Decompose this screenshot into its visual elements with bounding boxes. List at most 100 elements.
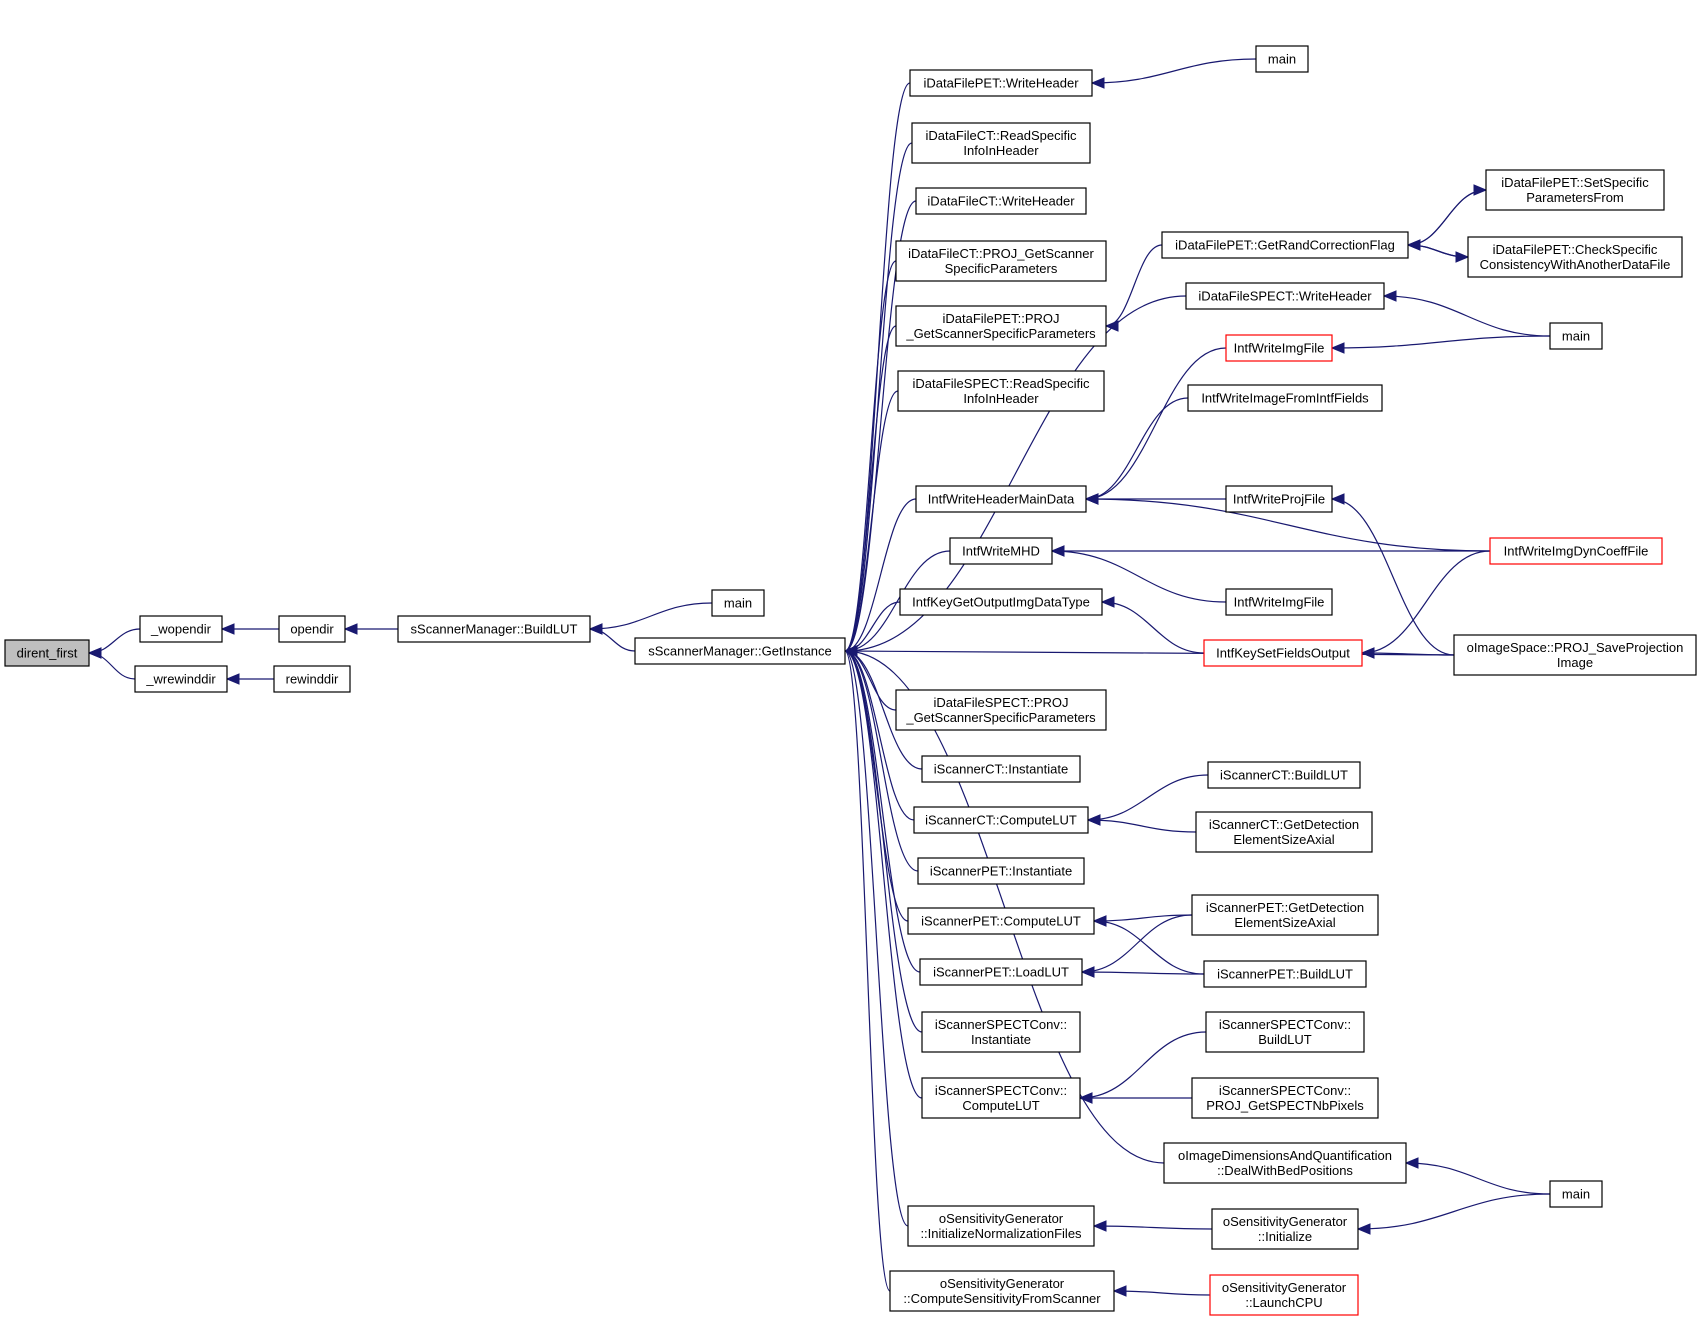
arrowhead [1104, 320, 1119, 332]
edge-sens_computescanner-to-getinstance [843, 645, 891, 1292]
node-ct_proj[interactable]: iDataFileCT::PROJ_GetScannerSpecificPara… [895, 240, 1107, 282]
edge-pet_instantiate-to-getinstance [843, 645, 919, 872]
edge-spectconv_proj-to-spectconv_computelut [1078, 1092, 1192, 1104]
node-sens_initnorm[interactable]: oSensitivityGenerator::InitializeNormali… [907, 1205, 1095, 1247]
node-pet_instantiate[interactable]: iScannerPET::Instantiate [917, 857, 1085, 885]
node-intf_writeheadermain[interactable]: IntfWriteHeaderMainData [915, 485, 1087, 513]
node-label: iScannerPET::LoadLUT [933, 965, 1069, 980]
node-ct_writeheader[interactable]: iDataFileCT::WriteHeader [915, 187, 1087, 215]
node-box [1203, 639, 1363, 667]
node-intf_writeprojfile[interactable]: IntfWriteProjFile [1225, 485, 1333, 513]
node-box [711, 589, 765, 617]
node-pet_computelut[interactable]: iScannerPET::ComputeLUT [907, 907, 1095, 935]
arrowhead [1050, 545, 1065, 557]
node-pet_loadlut[interactable]: iScannerPET::LoadLUT [919, 958, 1083, 986]
node-ct_buildlut[interactable]: iScannerCT::BuildLUT [1207, 761, 1361, 789]
node-box [1225, 485, 1333, 513]
arrowhead [1092, 1220, 1107, 1232]
node-intf_writemhd[interactable]: IntfWriteMHD [949, 537, 1053, 565]
edge-main_c-to-oimagedim [1404, 1157, 1551, 1195]
node-box [1255, 45, 1309, 73]
node-main_c[interactable]: main [1549, 1180, 1603, 1208]
node-sens_launchcpu[interactable]: oSensitivityGenerator::LaunchCPU [1209, 1274, 1359, 1316]
node-label: IntfWriteImageFromIntfFields [1201, 391, 1369, 406]
node-label: iScannerSPECTConv:: [1219, 1017, 1351, 1032]
node-getinstance[interactable]: sScannerManager::GetInstance [634, 637, 846, 665]
node-pet_checkspecific[interactable]: iDataFilePET::CheckSpecificConsistencyWi… [1467, 236, 1683, 278]
node-spect_writeheader[interactable]: iDataFileSPECT::WriteHeader [1185, 282, 1385, 310]
node-box [1203, 960, 1367, 988]
node-label: IntfKeySetFieldsOutput [1216, 646, 1350, 661]
node-label: oSensitivityGenerator [1223, 1214, 1348, 1229]
node-buildlut[interactable]: sScannerManager::BuildLUT [397, 615, 591, 643]
node-pet_getrand[interactable]: iDataFilePET::GetRandCorrectionFlag [1161, 231, 1409, 259]
node-spectconv_instantiate[interactable]: iScannerSPECTConv::Instantiate [921, 1011, 1081, 1053]
node-box [1211, 1208, 1359, 1250]
node-label: InfoInHeader [963, 143, 1039, 158]
node-spect_proj[interactable]: iDataFileSPECT::PROJ_GetScannerSpecificP… [895, 689, 1107, 731]
node-intf_keysetfields[interactable]: IntfKeySetFieldsOutput [1203, 639, 1363, 667]
node-label: ElementSizeAxial [1233, 832, 1334, 847]
node-label: oImageDimensionsAndQuantification [1178, 1148, 1392, 1163]
node-spectconv_proj[interactable]: iScannerSPECTConv::PROJ_GetSPECTNbPixels [1191, 1077, 1379, 1119]
node-rewinddir[interactable]: rewinddir [273, 665, 351, 693]
node-wopendir[interactable]: _wopendir [139, 615, 223, 643]
node-main_b[interactable]: main [1549, 322, 1603, 350]
node-ct_instantiate[interactable]: iScannerCT::Instantiate [921, 755, 1081, 783]
node-intf_keygetoutput[interactable]: IntfKeyGetOutputImgDataType [899, 588, 1103, 616]
node-intf_writeimgfile[interactable]: IntfWriteImgFile [1225, 588, 1333, 616]
node-main_a[interactable]: main [1255, 45, 1309, 73]
node-box [1187, 384, 1383, 412]
node-box [1191, 894, 1379, 936]
node-pet_proj[interactable]: iDataFilePET::PROJ_GetScannerSpecificPar… [895, 305, 1107, 347]
edge-sens_launchcpu-to-sens_computescanner [1112, 1285, 1211, 1297]
arrowhead [1360, 647, 1375, 659]
node-label: iDataFileCT::ReadSpecific [925, 128, 1077, 143]
node-sens_initialize[interactable]: oSensitivityGenerator::Initialize [1211, 1208, 1359, 1250]
node-label: IntfWriteImgDynCoeffFile [1504, 544, 1649, 559]
node-spectconv_computelut[interactable]: iScannerSPECTConv::ComputeLUT [921, 1077, 1081, 1119]
arrowhead [588, 623, 603, 635]
node-label: IntfWriteImgFile [1234, 341, 1325, 356]
edge-pet_getrand-to-pet_checkspecific [1407, 244, 1470, 263]
node-box [911, 122, 1091, 164]
node-label: sScannerManager::BuildLUT [411, 622, 578, 637]
node-label: iScannerCT::Instantiate [934, 762, 1068, 777]
node-spectconv_buildlut[interactable]: iScannerSPECTConv::BuildLUT [1205, 1011, 1365, 1053]
node-label: _wopendir [150, 622, 212, 637]
node-box [915, 187, 1087, 215]
node-oimagedim[interactable]: oImageDimensionsAndQuantification::DealW… [1163, 1142, 1407, 1184]
node-main_top[interactable]: main [711, 589, 765, 617]
node-box [1485, 169, 1665, 211]
arrowhead [1100, 596, 1115, 608]
node-label: sScannerManager::GetInstance [648, 644, 832, 659]
arrowhead [1455, 251, 1470, 263]
node-label: Image [1557, 655, 1593, 670]
node-pet_writeheader[interactable]: iDataFilePET::WriteHeader [909, 69, 1093, 97]
node-dirent_first[interactable]: dirent_first [4, 639, 90, 667]
node-box [921, 755, 1081, 783]
node-pet_getdetection[interactable]: iScannerPET::GetDetectionElementSizeAxia… [1191, 894, 1379, 936]
node-label: iScannerCT::BuildLUT [1220, 768, 1348, 783]
node-ct_computelut[interactable]: iScannerCT::ComputeLUT [913, 806, 1089, 834]
node-box [919, 958, 1083, 986]
node-intf_writeimgfile_red[interactable]: IntfWriteImgFile [1225, 334, 1333, 362]
node-box [1191, 1077, 1379, 1119]
node-sens_computescanner[interactable]: oSensitivityGenerator::ComputeSensitivit… [889, 1270, 1115, 1312]
node-intf_writeimagefromfields[interactable]: IntfWriteImageFromIntfFields [1187, 384, 1383, 412]
node-opendir[interactable]: opendir [278, 615, 346, 643]
edge-pet_buildlut-to-pet_computelut [1092, 915, 1205, 975]
node-label: InfoInHeader [963, 391, 1039, 406]
node-intf_writeimgdyncoeff[interactable]: IntfWriteImgDynCoeffFile [1489, 537, 1663, 565]
arrowhead [225, 673, 240, 685]
node-label: _wrewinddir [145, 672, 216, 687]
node-wrewinddir[interactable]: _wrewinddir [134, 665, 228, 693]
edge-oimagespace_save-to-intf_keysetfields [1360, 647, 1455, 659]
node-pet_buildlut[interactable]: iScannerPET::BuildLUT [1203, 960, 1367, 988]
edge-main_top-to-buildlut [588, 602, 713, 635]
